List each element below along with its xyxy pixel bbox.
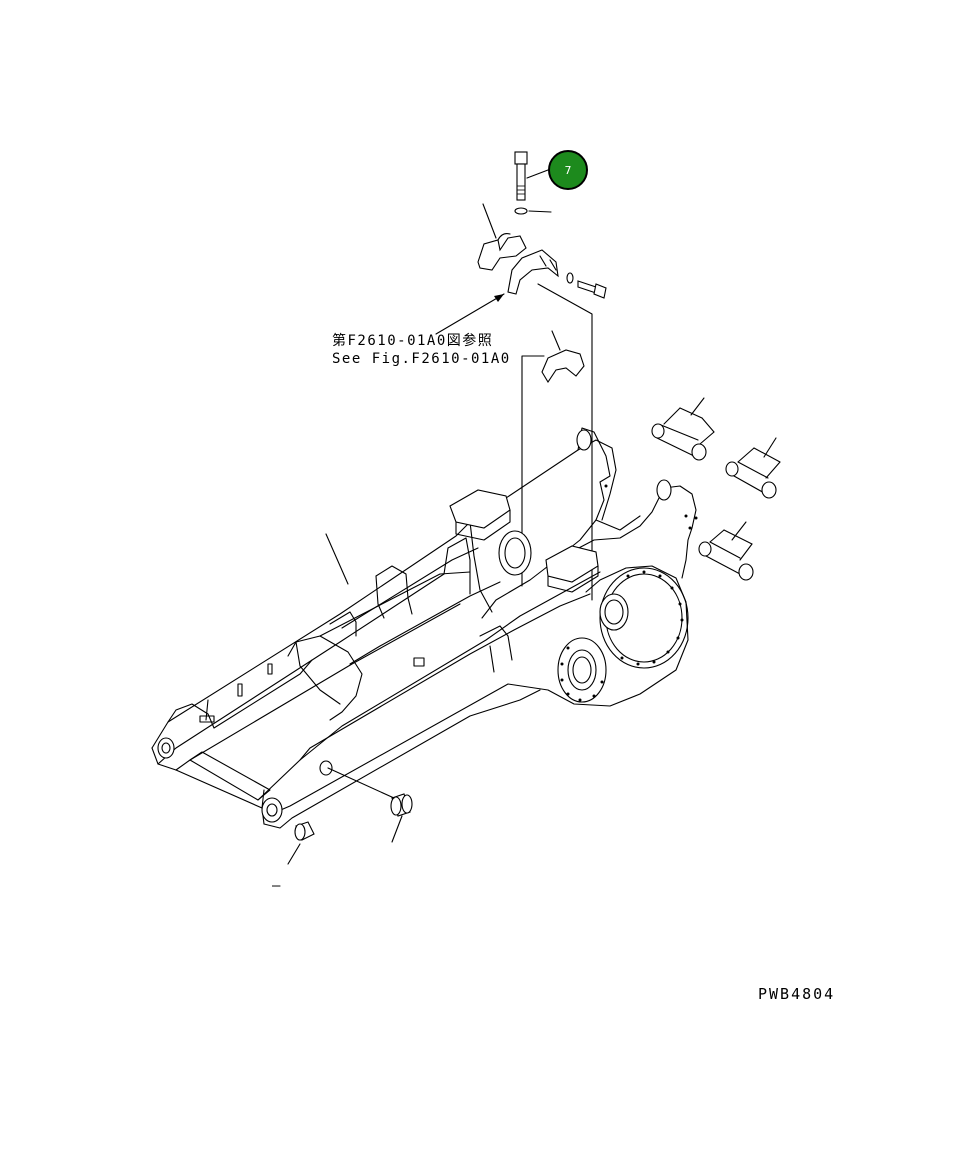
bolt-vertical — [514, 151, 528, 201]
part-marker: – — [272, 878, 282, 894]
leader-line-frame — [325, 533, 349, 585]
reference-english[interactable]: See Fig.F2610-01A0 — [332, 351, 511, 367]
reference-japanese: 第F2610-01A0図参照 — [332, 333, 494, 349]
connector-line-right — [537, 283, 593, 601]
leader-line-washer — [528, 210, 552, 213]
washer — [514, 207, 528, 215]
callout-badge-7[interactable]: 7 — [548, 150, 588, 190]
cap-upper — [477, 233, 527, 271]
bushing-group-3 — [698, 521, 754, 581]
connector-line-left — [521, 355, 545, 587]
track-frame — [151, 427, 697, 829]
bushing-group-1 — [651, 397, 715, 461]
callout-number: 7 — [564, 163, 572, 177]
figure-code: PWB4804 — [758, 985, 836, 1003]
cap-lower — [541, 349, 585, 384]
bushing-group-2 — [725, 437, 781, 499]
leader-line-bolt — [526, 169, 549, 179]
bushing-bottom-left — [287, 821, 315, 865]
leader-line-cap — [482, 203, 497, 239]
bolt-holes — [560, 484, 698, 702]
leader-line-pin — [327, 767, 395, 799]
leader-line-cap-lower — [551, 330, 561, 351]
reference-arrow — [435, 293, 505, 335]
bushing-bottom-right — [390, 793, 413, 843]
bracket — [507, 249, 559, 295]
bolt-horizontal — [566, 272, 607, 299]
arrowhead — [494, 294, 504, 302]
